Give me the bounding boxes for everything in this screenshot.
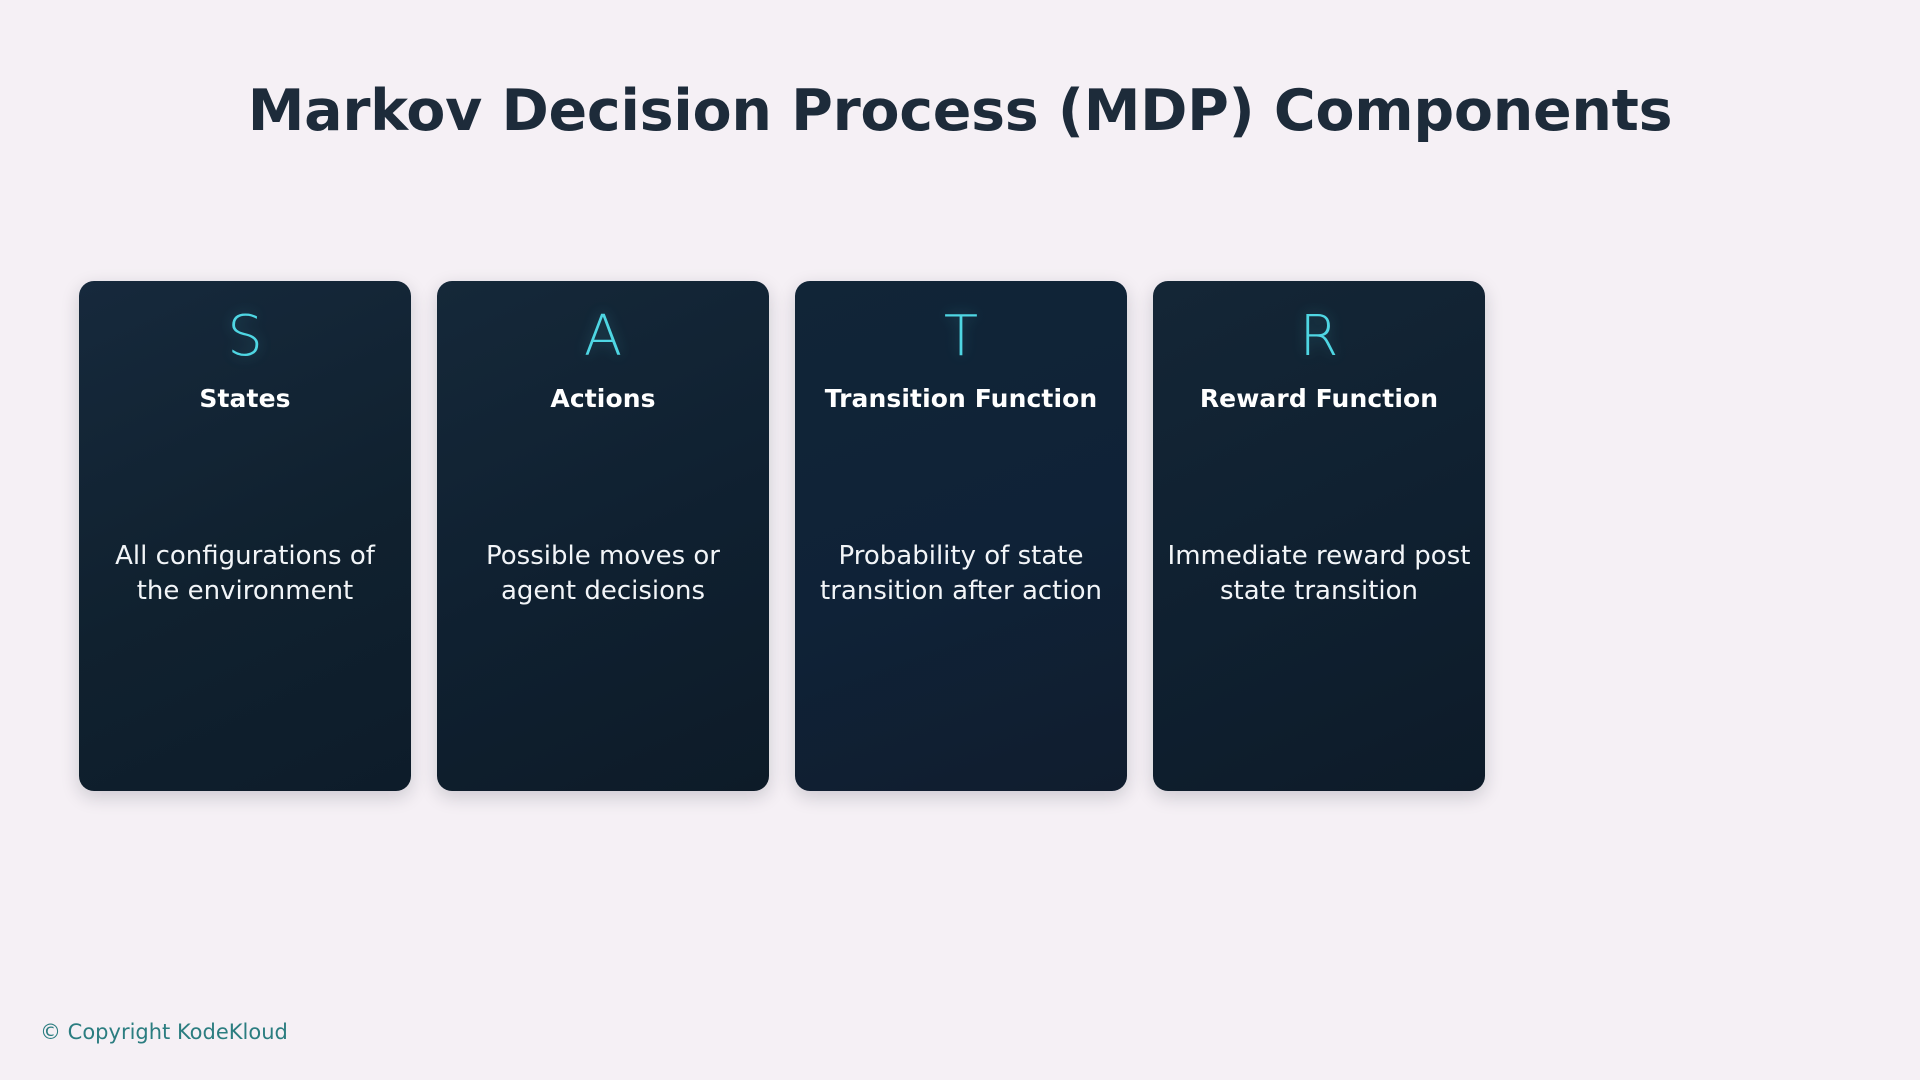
mdp-card-reward-function[interactable]: R Reward Function Immediate reward post … <box>1153 281 1485 791</box>
card-content: S States All configurations of the envir… <box>79 281 411 791</box>
letter-s-icon: S <box>227 304 263 369</box>
card-heading: Actions <box>550 384 656 413</box>
card-heading: States <box>199 384 291 413</box>
card-description: All configurations of the environment <box>115 541 375 606</box>
card-description: Possible moves or agent decisions <box>486 541 720 606</box>
card-content: R Reward Function Immediate reward post … <box>1153 281 1485 791</box>
card-heading: Reward Function <box>1199 384 1439 413</box>
card-description: Immediate reward post state transition <box>1167 541 1471 606</box>
page-title: Markov Decision Process (MDP) Components <box>247 78 1673 144</box>
mdp-card-actions[interactable]: A Actions Possible moves or agent decisi… <box>437 281 769 791</box>
mdp-components-card-row: S States All configurations of the envir… <box>79 281 1485 791</box>
mdp-card-transition-function[interactable]: T Transition Function Probability of sta… <box>795 281 1127 791</box>
mdp-card-states[interactable]: S States All configurations of the envir… <box>79 281 411 791</box>
card-content: T Transition Function Probability of sta… <box>795 281 1127 791</box>
copyright-notice: © Copyright KodeKloud <box>40 1020 288 1044</box>
card-heading: Transition Function <box>824 384 1098 413</box>
card-content: A Actions Possible moves or agent decisi… <box>437 281 769 791</box>
letter-a-icon: A <box>583 304 623 369</box>
letter-r-icon: R <box>1299 304 1339 369</box>
letter-t-icon: T <box>943 304 979 369</box>
card-description: Probability of state transition after ac… <box>820 541 1102 606</box>
